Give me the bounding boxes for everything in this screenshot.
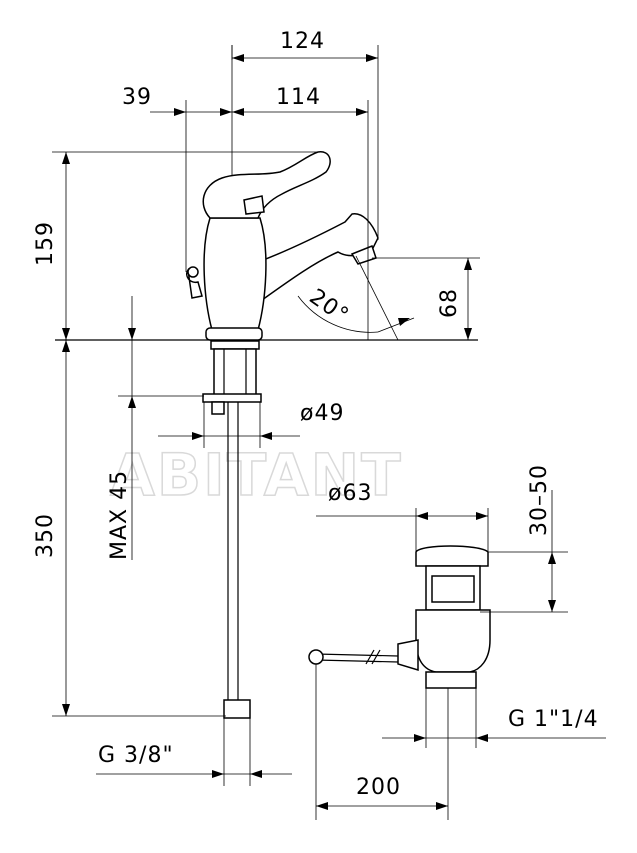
dim-max-45: MAX 45 xyxy=(107,470,132,560)
dim-diameter-49: ø49 xyxy=(300,401,344,426)
watermark: ABITANT xyxy=(110,441,403,509)
faucet-body xyxy=(55,45,478,345)
dim-200: 200 xyxy=(356,775,401,800)
dim-30-50: 30–50 xyxy=(527,464,552,536)
dim-350: 350 xyxy=(33,513,58,558)
dim-114: 114 xyxy=(276,85,321,110)
dim-39: 39 xyxy=(122,85,152,110)
popup-waste xyxy=(308,545,491,689)
dim-68: 68 xyxy=(437,288,462,318)
dim-diameter-63: ø63 xyxy=(328,481,372,506)
dim-g-3-8: G 3/8" xyxy=(98,743,174,768)
dim-g-1-1-4: G 1"1/4 xyxy=(508,707,599,732)
dim-159: 159 xyxy=(33,221,58,266)
mounting-assembly xyxy=(202,340,262,719)
dim-124: 124 xyxy=(280,29,325,54)
dimension-lines xyxy=(52,45,606,820)
